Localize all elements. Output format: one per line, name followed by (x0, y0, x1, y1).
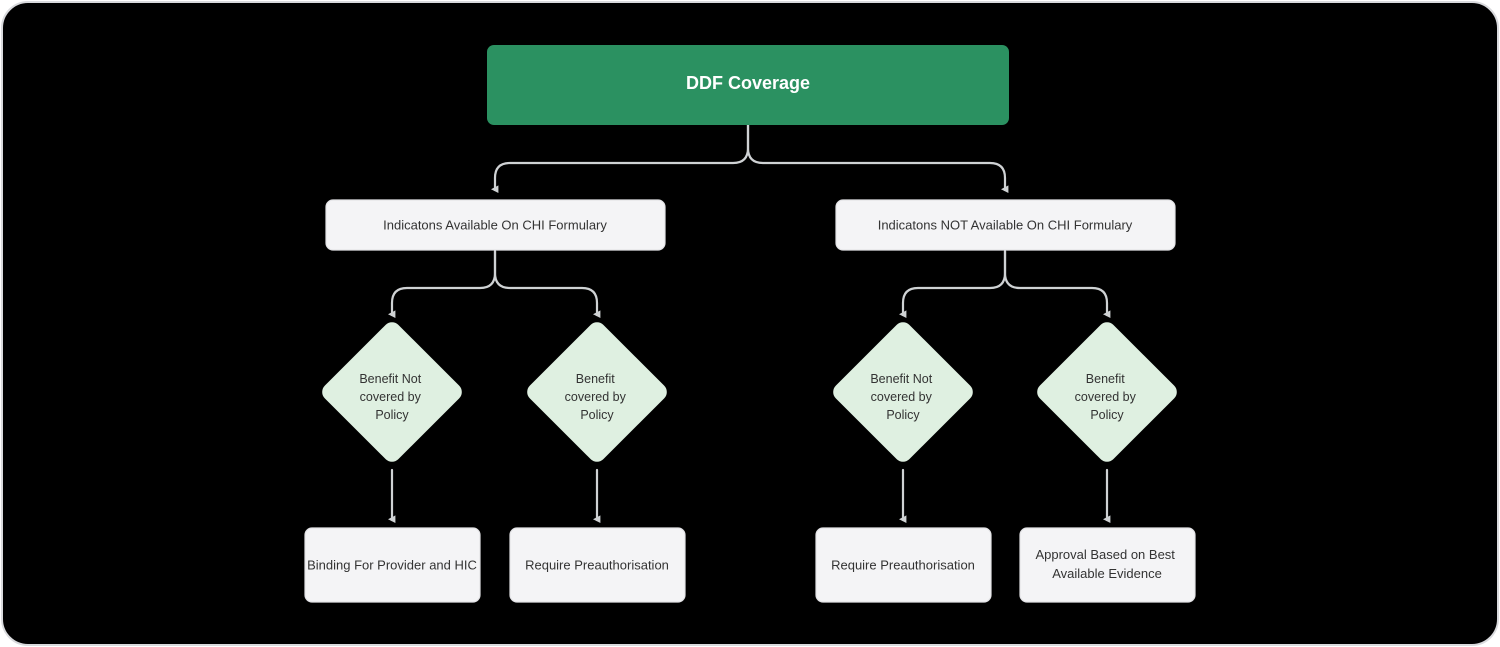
node-decision-4-label: Benefit covered by Policy (1075, 372, 1140, 422)
node-decision-3-line-2: covered by (871, 390, 933, 404)
node-decision-2-label: Benefit covered by Policy (565, 372, 630, 422)
edge-root-to-formulary-no (746, 123, 1009, 194)
node-outcome-4-line-1: Approval Based on Best (1035, 547, 1175, 562)
node-outcome-1-shape (304, 527, 481, 603)
node-outcome-4-shape (1019, 527, 1196, 603)
node-outcome-1[interactable]: Binding For Provider and HIC (304, 527, 481, 603)
node-decision-3-label: Benefit Not covered by Policy (870, 372, 935, 422)
node-decision-3-shape (833, 322, 973, 462)
node-outcome-2-shape (509, 527, 686, 603)
node-decision-3-line-1: Benefit Not (870, 372, 932, 386)
node-formulary-yes[interactable]: Indicatons Available On CHI Formulary (325, 199, 666, 251)
node-outcome-3-label: Require Preauthorisation (831, 557, 975, 572)
node-formulary-no-label: Indicatons NOT Available On CHI Formular… (878, 217, 1133, 232)
node-decision-4-line-1: Benefit (1086, 372, 1125, 386)
node-outcome-1-label: Binding For Provider and HIC (307, 557, 477, 572)
node-decision-4[interactable]: Benefit covered by Policy (1033, 318, 1180, 465)
node-outcome-4-label: Approval Based on Best Available Evidenc… (1035, 547, 1178, 581)
node-outcome-2[interactable]: Require Preauthorisation (509, 527, 686, 603)
node-decision-4-shape (1037, 322, 1177, 462)
node-formulary-yes-label: Indicatons Available On CHI Formulary (383, 217, 607, 232)
node-outcome-3[interactable]: Require Preauthorisation (815, 527, 992, 603)
node-outcome-4[interactable]: Approval Based on Best Available Evidenc… (1019, 527, 1196, 603)
edge-root-to-formulary-yes (491, 123, 750, 194)
node-decision-1-line-1: Benefit Not (359, 372, 421, 386)
node-decision-1-label: Benefit Not covered by Policy (359, 372, 424, 422)
node-decision-1-shape (322, 322, 462, 462)
node-root-shape (487, 45, 1009, 125)
node-decision-2-line-3: Policy (580, 408, 614, 422)
node-decision-2-line-2: covered by (565, 390, 627, 404)
node-formulary-no[interactable]: Indicatons NOT Available On CHI Formular… (835, 199, 1176, 251)
node-root[interactable]: DDF Coverage (487, 45, 1009, 125)
node-decision-2[interactable]: Benefit covered by Policy (523, 318, 670, 465)
node-decision-4-line-3: Policy (1090, 408, 1124, 422)
node-outcome-4-line-2: Available Evidence (1052, 566, 1162, 581)
node-decision-1-line-3: Policy (375, 408, 409, 422)
node-formulary-no-shape (835, 199, 1176, 251)
node-outcome-3-shape (815, 527, 992, 603)
node-decision-2-shape (527, 322, 667, 462)
node-decision-3[interactable]: Benefit Not covered by Policy (829, 318, 976, 465)
node-decision-2-line-1: Benefit (576, 372, 615, 386)
node-decision-1[interactable]: Benefit Not covered by Policy (318, 318, 465, 465)
node-root-label: DDF Coverage (686, 73, 810, 93)
edge-formulary-yes-to-decision-2 (493, 249, 601, 319)
edge-group (388, 123, 1111, 524)
node-outcome-2-label: Require Preauthorisation (525, 557, 669, 572)
node-decision-1-line-2: covered by (360, 390, 422, 404)
node-decision-4-line-2: covered by (1075, 390, 1137, 404)
edge-formulary-no-to-decision-3 (899, 249, 1007, 319)
edge-formulary-yes-to-decision-1 (388, 249, 497, 319)
node-decision-3-line-3: Policy (886, 408, 920, 422)
edge-formulary-no-to-decision-4 (1003, 249, 1111, 319)
node-formulary-yes-shape (325, 199, 666, 251)
